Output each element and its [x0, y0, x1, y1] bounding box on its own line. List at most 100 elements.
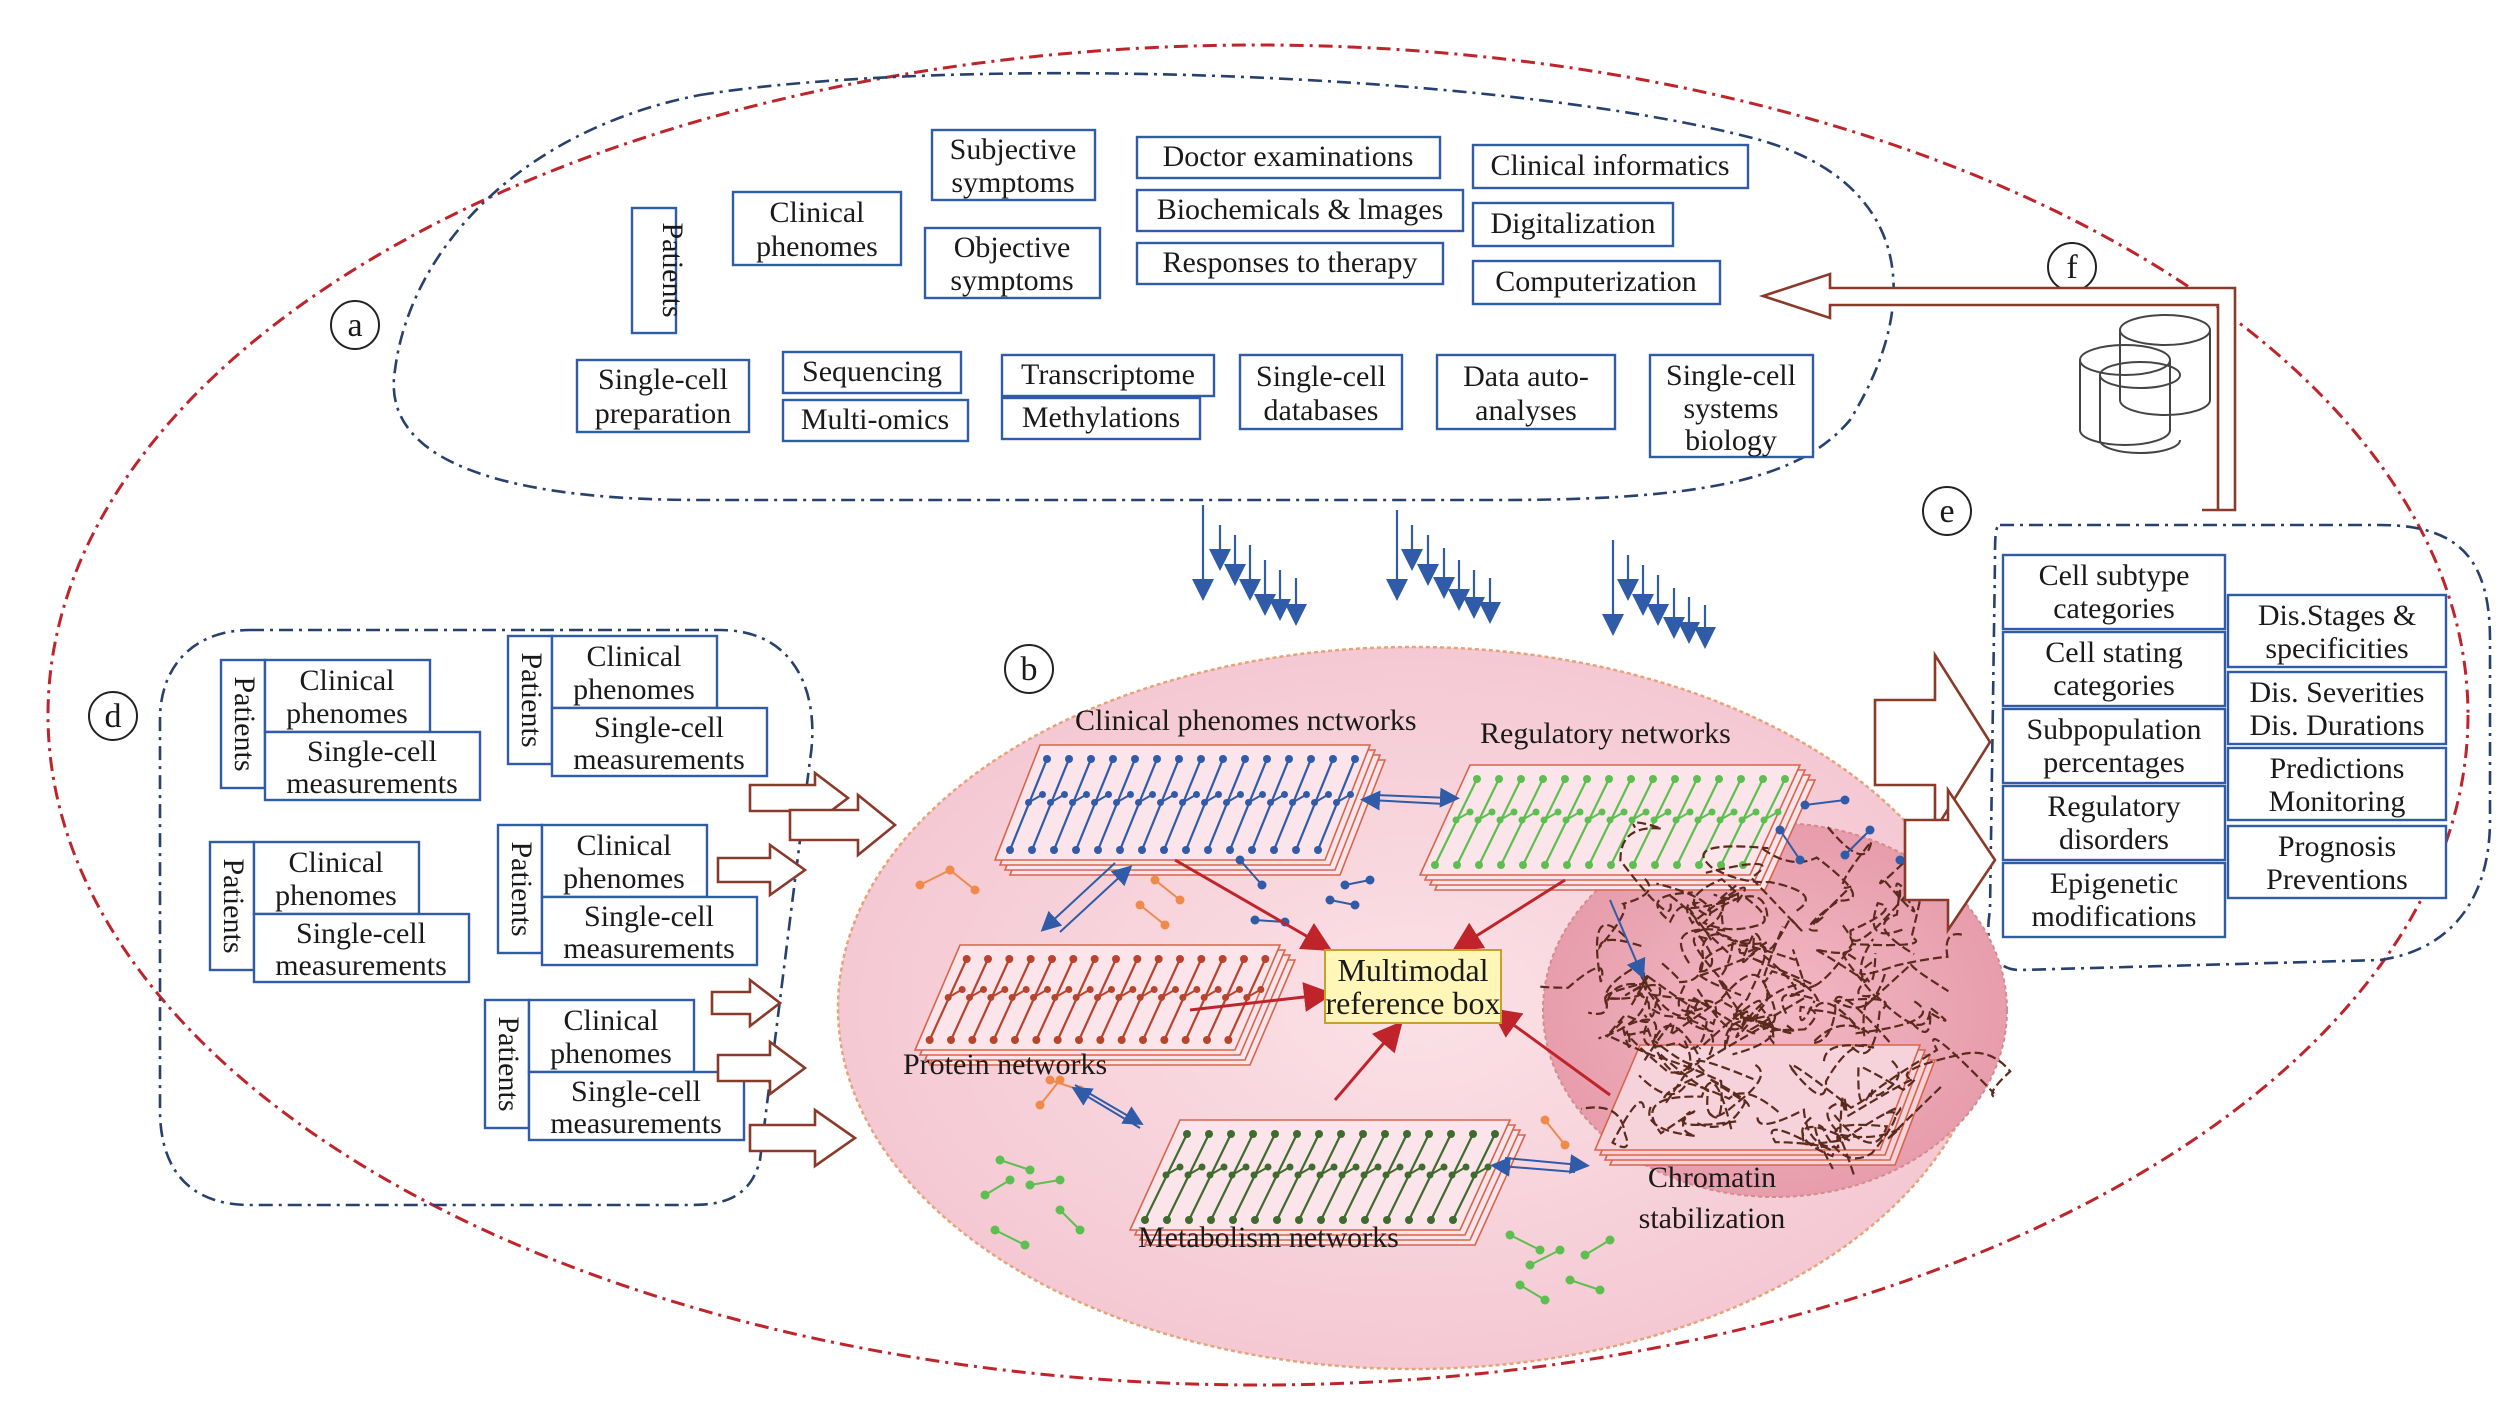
- measure-label-1: Single-cell: [584, 900, 714, 933]
- svg-text:symptoms: symptoms: [951, 166, 1074, 199]
- measure-label-1: Single-cell: [594, 711, 724, 744]
- section-e-left-text: Epigenetic: [2050, 867, 2178, 900]
- measure-label-2: measurements: [563, 932, 735, 965]
- svg-text:Sequencing: Sequencing: [802, 355, 942, 388]
- label-chromatin-1: Chromatin: [1648, 1161, 1776, 1194]
- box-subjective-symptoms: Subjective symptoms: [930, 128, 1097, 202]
- svg-text:Multi-omics: Multi-omics: [801, 403, 949, 436]
- label-regulatory-network: Regulatory networks: [1480, 717, 1731, 750]
- svg-text:Doctor examinations: Doctor examinations: [1163, 140, 1414, 173]
- label-clinical-network: Clinical phenomes nctworks: [1075, 704, 1417, 737]
- box-single-cell-preparation: Single-cell preparation: [575, 358, 751, 434]
- label-f: f: [2047, 242, 2097, 292]
- svg-text:analyses: analyses: [1475, 394, 1577, 427]
- clinical-label-2: phenomes: [275, 879, 397, 912]
- section-e-boundary: [1987, 523, 2492, 972]
- clinical-label-2: phenomes: [286, 697, 408, 730]
- svg-text:Responses to therapy: Responses to therapy: [1163, 246, 1418, 279]
- svg-text:Multimodal: Multimodal: [1337, 952, 1488, 988]
- svg-text:Methylations: Methylations: [1022, 401, 1180, 434]
- measure-label-2: measurements: [275, 949, 447, 982]
- box-objective-symptoms: Objective symptoms: [923, 226, 1102, 300]
- svg-text:d: d: [105, 698, 122, 735]
- measure-label-1: Single-cell: [571, 1075, 701, 1108]
- arrows-to-reference-box: [1174, 858, 1611, 1101]
- label-chromatin-2: stabilization: [1639, 1202, 1786, 1235]
- box-methylations: Methylations: [1000, 396, 1202, 441]
- multimodal-reference-box: Multimodal reference box: [1324, 949, 1502, 1024]
- box-biochemicals-images: Biochemicals & lmages: [1135, 188, 1465, 233]
- measure-label-1: Single-cell: [307, 735, 437, 768]
- outer-boundary: [46, 43, 2470, 1387]
- protein-network-panel: [913, 944, 1297, 1066]
- svg-text:Transcriptome: Transcriptome: [1021, 358, 1195, 391]
- measure-label-2: measurements: [573, 743, 745, 776]
- section-e-left-text: modifications: [2032, 900, 2197, 933]
- section-e-left-text: disorders: [2059, 823, 2169, 856]
- box-patients-a: Patients: [630, 206, 689, 335]
- svg-text:b: b: [1021, 651, 1038, 688]
- clinical-phenomes-network-panel: [993, 744, 1387, 876]
- regulatory-network-panel: [1418, 764, 1817, 891]
- svg-text:e: e: [1939, 493, 1954, 530]
- patients-label: Patients: [228, 677, 261, 772]
- label-b: b: [1004, 644, 1054, 694]
- section-e-right-text: Predictions: [2270, 752, 2405, 785]
- svg-text:Subjective: Subjective: [950, 133, 1077, 166]
- chromatin-tangle: [1537, 821, 2012, 1178]
- svg-text:preparation: preparation: [595, 397, 732, 430]
- svg-text:Objective: Objective: [954, 231, 1071, 264]
- section-d-boundary: [158, 628, 814, 1207]
- box-computerization: Computerization: [1471, 259, 1722, 306]
- section-e-left-text: Cell subtype: [2039, 559, 2190, 592]
- label-a: a: [330, 300, 380, 350]
- box-data-auto-analyses: Data auto- analyses: [1435, 353, 1617, 431]
- label-d: d: [88, 691, 138, 741]
- section-e-right-text: Dis. Severities: [2250, 676, 2425, 709]
- svg-text:Biochemicals & lmages: Biochemicals & lmages: [1157, 193, 1444, 226]
- clinical-label-1: Clinical: [564, 1004, 659, 1037]
- section-e-right-text: Prognosis: [2278, 830, 2396, 863]
- clinical-label-2: phenomes: [573, 673, 695, 706]
- svg-text:biology: biology: [1685, 424, 1777, 457]
- section-e-left-text: categories: [2053, 592, 2175, 625]
- patients-label: Patients: [515, 653, 548, 748]
- box-single-cell-databases: Single-cell databases: [1238, 353, 1404, 431]
- svg-text:Clinical informatics: Clinical informatics: [1490, 149, 1729, 182]
- svg-text:Single-cell: Single-cell: [1256, 360, 1386, 393]
- section-e-left-text: Subpopulation: [2026, 713, 2201, 746]
- svg-text:Digitalization: Digitalization: [1491, 207, 1656, 240]
- svg-text:reference box: reference box: [1326, 985, 1501, 1021]
- hollow-arrows-b-to-e: [1873, 650, 1997, 935]
- feedback-arrow-f: [1758, 272, 2237, 512]
- box-multi-omics: Multi-omics: [781, 398, 970, 443]
- svg-text:symptoms: symptoms: [950, 264, 1073, 297]
- bidirectional-arrows: [1040, 787, 1646, 1177]
- section-e-right-box: Dis.Stages &specificities: [2226, 593, 2448, 669]
- svg-text:Patients: Patients: [656, 223, 689, 318]
- section-e-left-text: percentages: [2043, 746, 2185, 779]
- section-e-right-text: Monitoring: [2269, 785, 2406, 818]
- box-doctor-examinations: Doctor examinations: [1135, 135, 1442, 180]
- patients-label: Patients: [505, 842, 538, 937]
- svg-text:Single-cell: Single-cell: [598, 363, 728, 396]
- section-e-left-text: Cell stating: [2045, 636, 2183, 669]
- section-e-right-text: Dis. Durations: [2250, 709, 2425, 742]
- svg-text:a: a: [347, 307, 362, 344]
- section-e-right-text: Dis.Stages &: [2258, 599, 2416, 632]
- section-e-left-text: Regulatory: [2047, 790, 2180, 823]
- box-clinical-informatics: Clinical informatics: [1471, 143, 1750, 190]
- label-metabolism-network: Metabolism networks: [1138, 1221, 1399, 1254]
- database-icon: [2079, 314, 2211, 454]
- section-e-right-text: Preventions: [2266, 863, 2408, 896]
- box-sequencing: Sequencing: [781, 350, 963, 395]
- svg-text:f: f: [2066, 249, 2078, 286]
